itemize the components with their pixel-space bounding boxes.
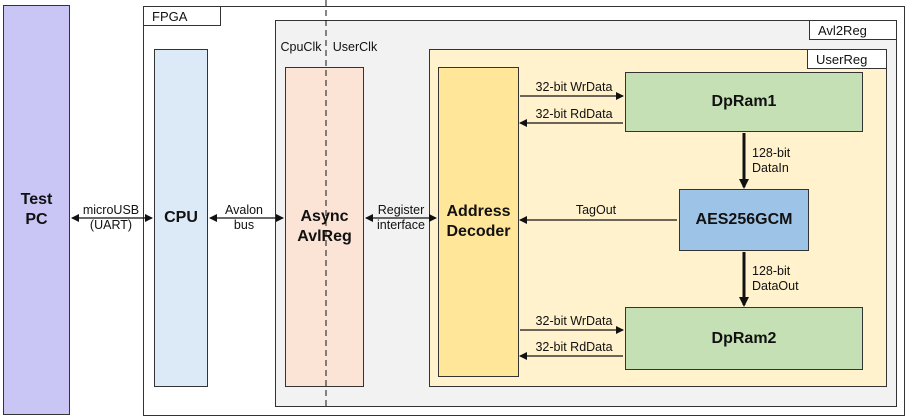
fpga-label: FPGA	[143, 6, 221, 26]
rddata2-label: 32-bit RdData	[535, 340, 613, 354]
cpuclk-label: CpuClk	[280, 40, 322, 54]
dpram1-block: DpRam1	[625, 72, 863, 132]
test-pc-block: Test PC	[3, 5, 70, 415]
microusb-label: microUSB (UART)	[82, 203, 140, 232]
avl2reg-label: Avl2Reg	[809, 20, 897, 40]
async-avlreg-block: Async AvlReg	[285, 67, 364, 387]
userreg-label: UserReg	[807, 49, 887, 69]
avalon-label: Avalon bus	[225, 203, 263, 232]
tagout-label: TagOut	[575, 203, 617, 217]
dpram2-block: DpRam2	[625, 307, 863, 370]
register-interface-label: Register interface	[377, 203, 425, 232]
wrdata1-label: 32-bit WrData	[535, 80, 613, 94]
dataout-label: 128-bit DataOut	[752, 264, 799, 293]
userclk-label: UserClk	[332, 40, 378, 54]
wrdata2-label: 32-bit WrData	[535, 314, 613, 328]
address-decoder-block: Address Decoder	[438, 67, 519, 377]
rddata1-label: 32-bit RdData	[535, 107, 613, 121]
aes256gcm-block: AES256GCM	[679, 189, 809, 251]
datain-label: 128-bit DataIn	[752, 146, 791, 175]
cpu-block: CPU	[154, 49, 208, 387]
